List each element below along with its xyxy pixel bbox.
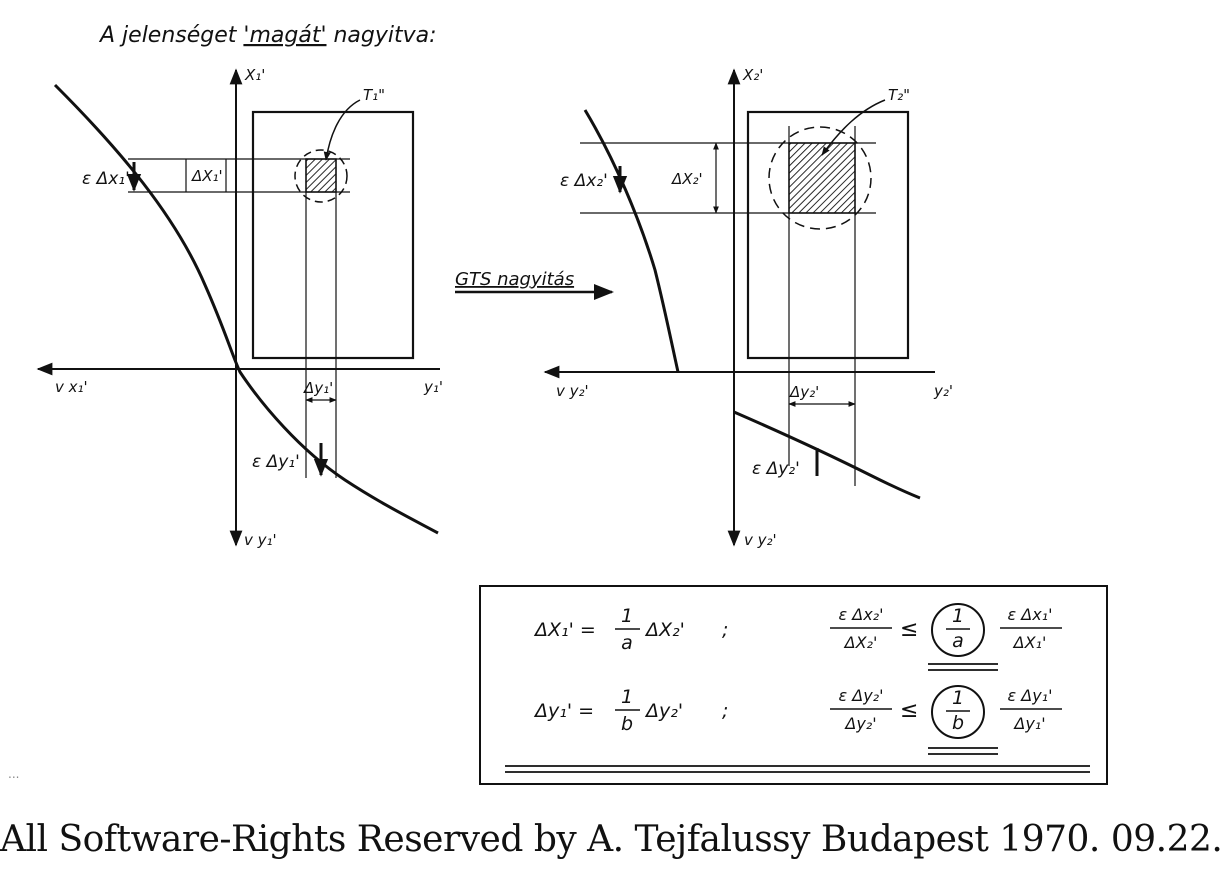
left-axis-left-label: v x₁' <box>55 378 88 396</box>
row1-ratio-right-num: ε Δx₁' <box>1008 605 1053 624</box>
row1-sep: ; <box>722 619 728 641</box>
row2-ratio-left-den: Δy₂' <box>843 714 876 733</box>
row2-circled-num: 1 <box>952 687 964 709</box>
row2-lhs: Δy₁' = <box>533 700 594 722</box>
formula-row-1: ΔX₁' = 1 a ΔX₂' ; ε Δx₂' ΔX₂' ≤ 1 a ε Δx… <box>533 603 1062 671</box>
margin-note: ... <box>8 767 19 781</box>
row2-frac-num: 1 <box>621 686 633 708</box>
row2-ratio-right-den: Δy₁' <box>1012 714 1045 733</box>
gts-arrow: GTS nagyitás <box>455 269 614 300</box>
row1-circled-den: a <box>952 630 964 652</box>
left-delta-y-label: Δy₁' <box>303 379 333 397</box>
right-region-label: T₂" <box>888 86 910 104</box>
row1-lhs: ΔX₁' = <box>533 619 596 641</box>
right-axis-left-label: v y₂' <box>556 382 589 400</box>
formula-box: ΔX₁' = 1 a ΔX₂' ; ε Δx₂' ΔX₂' ≤ 1 a ε Δx… <box>479 585 1108 785</box>
heading-emphasis: 'magát' <box>243 23 326 48</box>
right-axis-down-label: v y₂' <box>744 531 777 549</box>
right-diagram <box>543 68 935 547</box>
row2-frac-den: b <box>621 713 633 735</box>
row1-frac-den: a <box>621 632 633 654</box>
row2-sep: ; <box>722 700 728 722</box>
right-hatched-square <box>788 142 856 214</box>
left-dashed-circle <box>294 149 348 203</box>
row1-ratio-right-den: ΔX₁' <box>1012 633 1047 652</box>
right-region-rect <box>746 110 910 360</box>
heading-prefix: A jelenséget <box>98 23 243 48</box>
left-delta-x-label: ΔX₁' <box>191 167 223 185</box>
row2-relation: ≤ <box>900 698 918 723</box>
left-curve <box>53 83 439 535</box>
heading: A jelenséget 'magát' nagyitva: <box>98 23 437 48</box>
row2-ratio-left-num: ε Δy₂' <box>839 686 884 705</box>
formula-row-2: Δy₁' = 1 b Δy₂' ; ε Δy₂' Δy₂' ≤ 1 b ε Δy… <box>533 685 1062 755</box>
left-axis-down-label: v y₁' <box>244 531 277 549</box>
row1-rhs-tail: ΔX₂' <box>644 619 685 641</box>
left-eps-x-label: ε Δx₁' <box>82 169 130 189</box>
left-region-label: T₁" <box>363 86 385 104</box>
row1-circle <box>931 603 985 657</box>
row1-frac-num: 1 <box>621 605 633 627</box>
row1-relation: ≤ <box>900 617 918 642</box>
left-hatched-square <box>305 158 337 193</box>
left-region-leader <box>323 99 361 161</box>
left-diagram <box>36 68 440 547</box>
right-eps-y-label: ε Δy₂' <box>752 459 800 479</box>
row1-ratio-left-num: ε Δx₂' <box>839 605 884 624</box>
heading-suffix: nagyitva: <box>327 23 437 48</box>
left-labels: X₁' v x₁' y₁' v y₁' T₁" ΔX₁' Δy₁' ε Δx₁'… <box>55 66 443 549</box>
formula-box-frame <box>479 585 1108 785</box>
right-labels: X₂' v y₂' y₂' v y₂' T₂" ΔX₂' Δy₂' ε Δx₂'… <box>556 66 953 549</box>
row2-circled-den: b <box>952 712 964 734</box>
copyright-footer: All Software-Rights Reserved by A. Tejfa… <box>0 819 1222 860</box>
right-curve-lower <box>733 410 921 500</box>
right-curve-upper <box>583 109 680 373</box>
row2-rhs-tail: Δy₂' <box>644 700 683 722</box>
diagram-canvas: A jelenséget 'magát' nagyitva: X₁' v x₁' <box>8 23 1108 785</box>
row1-circled-num: 1 <box>952 605 964 627</box>
row2-circle <box>931 685 985 739</box>
row1-ratio-left-den: ΔX₂' <box>843 633 878 652</box>
right-dashed-circle <box>768 126 872 230</box>
right-region-leader <box>821 99 886 156</box>
left-region-rect <box>251 110 415 360</box>
gts-arrow-label: GTS nagyitás <box>455 269 574 290</box>
right-axis-right-label: y₂' <box>933 382 953 400</box>
right-delta-x-label: ΔX₂' <box>671 170 703 188</box>
right-delta-y-label: Δy₂' <box>789 383 819 401</box>
row2-ratio-right-num: ε Δy₁' <box>1008 686 1053 705</box>
right-eps-x-label: ε Δx₂' <box>560 171 608 191</box>
left-axis-up-label: X₁' <box>244 66 265 84</box>
right-axis-up-label: X₂' <box>742 66 763 84</box>
left-axis-right-label: y₁' <box>423 378 443 396</box>
left-eps-y-label: ε Δy₁' <box>252 452 300 472</box>
